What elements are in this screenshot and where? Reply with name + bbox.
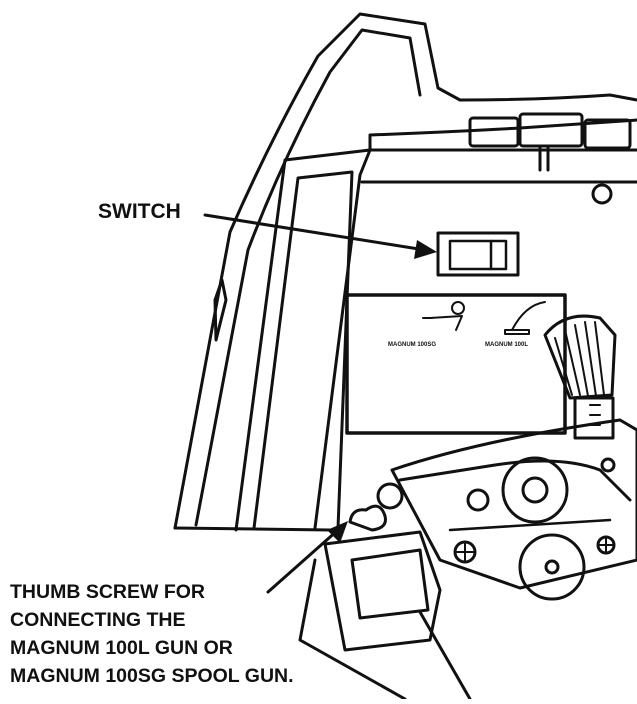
side-latch <box>591 183 613 205</box>
switch-arrow-head <box>414 240 437 259</box>
spool-gun-icon <box>422 301 465 331</box>
switch-arrow-line <box>203 213 427 252</box>
control-knob-housing-right <box>518 112 584 148</box>
lower-drive-hub <box>544 559 560 575</box>
bushing-screw <box>376 482 404 510</box>
drive-plate <box>390 418 637 590</box>
thumb-screw-callout-label: THUMB SCREW FOR CONNECTING THE MAGNUM 10… <box>10 578 294 690</box>
drive-roll-large <box>501 456 569 524</box>
thumb-screw <box>348 504 387 532</box>
top-cover <box>368 118 637 152</box>
tension-scale <box>573 396 615 440</box>
gun-panel-label: MAGNUM 100L <box>485 342 528 348</box>
gun-bushing-inner <box>350 548 430 620</box>
spool-gun-panel-label: MAGNUM 100SG <box>388 342 436 348</box>
drive-arm <box>398 459 632 502</box>
thumb-screw-callout-line-4: MAGNUM 100SG SPOOL GUN. <box>10 665 294 687</box>
tension-knob-body <box>543 314 617 400</box>
gun-bushing-block <box>323 530 442 652</box>
lower-drive-roll <box>518 533 586 601</box>
selector-panel <box>345 293 567 435</box>
thumb-screw-callout-line-3: MAGNUM 100L GUN OR <box>10 637 233 659</box>
drive-plate-cut <box>448 518 612 532</box>
housing-bottom-edge <box>173 526 332 532</box>
switch-rocker <box>448 239 508 271</box>
lower-housing-base <box>298 558 472 701</box>
housing-inner-edge <box>194 28 422 527</box>
side-strip <box>213 278 228 342</box>
idler-pin <box>466 488 490 512</box>
control-knob-housing-left <box>468 116 520 148</box>
thumb-screw-arrow-line <box>266 528 340 594</box>
tension-knob-ribs <box>554 321 605 397</box>
thumb-screw-callout-line-1: THUMB SCREW FOR <box>10 581 205 603</box>
switch-outer <box>436 231 520 277</box>
housing-front-frame-inner <box>252 170 354 530</box>
drive-roll-hub <box>521 476 549 504</box>
pivot-pin <box>600 457 616 473</box>
mig-gun-icon <box>504 301 546 335</box>
thumb-screw-arrow-head <box>327 521 348 543</box>
housing-outer-outline <box>173 12 637 530</box>
thumb-screw-callout-line-2: CONNECTING THE <box>10 609 186 631</box>
control-knob-housing-far <box>583 118 632 150</box>
switch-callout-label: SWITCH <box>98 200 181 223</box>
